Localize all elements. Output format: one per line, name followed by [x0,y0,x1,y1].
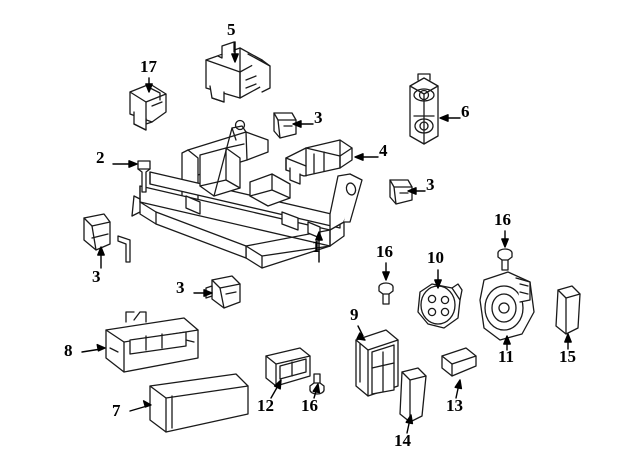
callout-14: 14 [394,431,411,450]
part-switch-bezel [265,347,311,387]
part-clip-bracket-d [205,275,241,309]
part-clip-bracket-a [273,112,297,139]
callout-1: 1 [312,237,321,256]
part-screw-b [497,248,513,271]
part-motor-actuator [285,139,353,185]
callout-16c: 16 [301,396,318,415]
callout-16a: 16 [376,242,393,261]
callout-3d: 3 [176,278,185,297]
callout-3b: 3 [426,175,435,194]
part-lumbar-switch [479,271,535,341]
callout-10: 10 [427,248,444,267]
part-clip-bracket-b [389,179,413,205]
callout-3a: 3 [314,108,323,127]
callout-15: 15 [559,347,576,366]
part-seat-control-module [355,329,399,397]
callout-12: 12 [257,396,274,415]
leader-lines [81,41,572,434]
callout-6: 6 [461,102,470,121]
part-trim-panel [399,367,427,423]
callout-3c: 3 [92,267,101,286]
part-position-sensor [129,83,167,131]
callout-7: 7 [112,401,121,420]
callout-4: 4 [379,141,388,160]
part-adjuster-switch [417,283,463,329]
callout-8: 8 [64,341,73,360]
callout-17: 17 [140,57,157,76]
part-trim-cap [441,347,477,377]
part-seat-track-assembly [131,119,363,269]
part-control-module-cover [149,373,249,433]
callout-5: 5 [227,20,236,39]
part-bolt-small [137,160,151,193]
part-control-module [105,311,199,373]
callout-11: 11 [498,347,515,366]
callout-9: 9 [350,305,359,324]
part-side-trim [555,285,581,335]
callout-16b: 16 [494,210,511,229]
callout-13: 13 [446,396,463,415]
part-clip-bracket-c [83,213,131,263]
part-recliner-motor [205,41,271,103]
part-lumbar-pump [409,73,439,145]
callout-2: 2 [96,148,105,167]
part-screw-a [378,282,394,305]
